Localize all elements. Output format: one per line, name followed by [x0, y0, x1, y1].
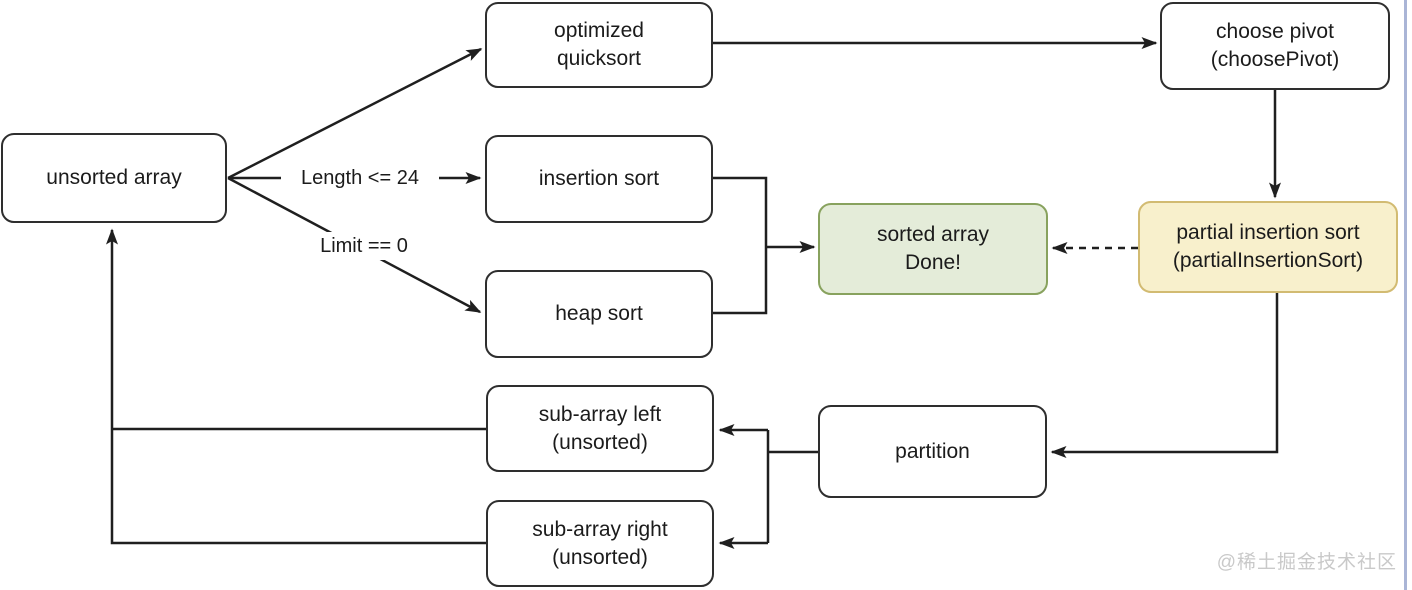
node-label: (choosePivot)	[1210, 48, 1340, 71]
right-edge-strip	[1404, 0, 1407, 590]
node-label: sorted array	[876, 223, 990, 247]
node-label: insertion sort	[538, 167, 660, 191]
node-label: (partialInsertionSort)	[1172, 249, 1364, 272]
node-label: partition	[895, 439, 970, 463]
edge-label-length-condition: Length <= 24	[281, 164, 439, 192]
node-sub-array-left: sub-array left (unsorted)	[486, 385, 714, 472]
node-sub-array-right: sub-array right (unsorted)	[486, 500, 714, 587]
edge-unsorted-to-optimized	[227, 47, 483, 180]
edge-subarray-return-to-unsorted	[106, 228, 486, 545]
node-label: optimized	[554, 19, 644, 43]
node-label: heap sort	[555, 302, 643, 326]
node-label: choose pivot	[1216, 20, 1334, 44]
node-insertion-sort: insertion sort	[485, 135, 713, 223]
edge-partition-bracket	[766, 430, 818, 543]
node-label: sub-array left	[538, 402, 662, 426]
juejin-watermark: @稀土掘金技术社区	[1216, 552, 1397, 573]
node-sorted-array-done: sorted array Done!	[818, 203, 1048, 295]
node-heap-sort: heap sort	[485, 270, 713, 358]
node-label: (unsorted)	[552, 545, 648, 569]
edge-label-limit-condition: Limit == 0	[303, 232, 425, 260]
edge-partial-to-partition	[1050, 293, 1279, 458]
node-partial-insertion-sort: partial insertion sort (partialInsertion…	[1138, 201, 1398, 293]
node-partition: partition	[818, 405, 1047, 498]
node-label: (unsorted)	[552, 430, 648, 454]
node-label: partial insertion sort	[1176, 221, 1360, 245]
node-label: Done!	[904, 251, 962, 274]
node-label: quicksort	[556, 47, 642, 70]
node-optimized-quicksort: optimized quicksort	[485, 2, 713, 88]
node-unsorted-array: unsorted array	[1, 133, 227, 223]
node-choose-pivot: choose pivot (choosePivot)	[1160, 2, 1390, 90]
node-label: unsorted array	[46, 166, 182, 190]
edge-sorts-bracket	[713, 176, 768, 315]
node-label: sub-array right	[532, 517, 668, 541]
